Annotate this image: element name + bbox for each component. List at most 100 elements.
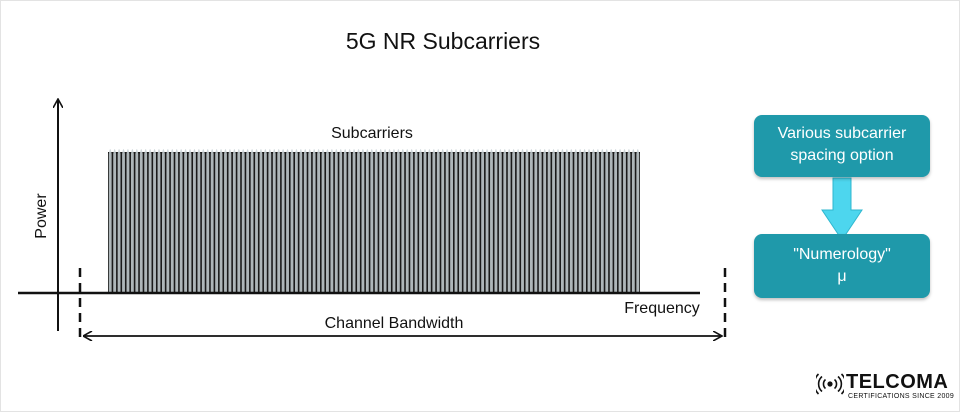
- subcarrier: [193, 149, 196, 293]
- subcarrier: [529, 149, 533, 293]
- subcarrier: [108, 149, 112, 293]
- subcarrier: [122, 149, 125, 293]
- subcarrier: [401, 149, 405, 293]
- subcarrier: [498, 149, 502, 293]
- subcarrier: [556, 149, 560, 293]
- logo-tagline: CERTIFICATIONS SINCE 2009: [848, 393, 955, 400]
- subcarrier: [534, 149, 538, 293]
- subcarrier: [441, 149, 445, 293]
- subcarrier: [547, 149, 551, 293]
- subcarrier: [623, 149, 626, 293]
- subcarrier: [334, 149, 338, 293]
- subcarrier: [388, 149, 391, 293]
- subcarrier: [578, 149, 582, 293]
- subcarrier: [299, 149, 303, 293]
- subcarrier: [308, 149, 312, 293]
- subcarrier: [157, 149, 161, 293]
- subcarrier: [179, 149, 183, 293]
- subcarrier: [609, 149, 613, 293]
- subcarrier: [396, 149, 400, 293]
- subcarrier: [259, 149, 263, 293]
- subcarrier: [326, 149, 329, 293]
- numerology-line-1: "Numerology": [793, 246, 891, 263]
- subcarrier: [206, 149, 210, 293]
- subcarrier: [219, 149, 223, 293]
- subcarrier: [290, 149, 294, 293]
- subcarrier: [494, 149, 498, 293]
- subcarrier: [592, 149, 595, 293]
- subcarrier: [144, 149, 148, 293]
- logo-name: TELCOMA: [846, 371, 949, 393]
- subcarrier: [379, 149, 383, 293]
- subcarrier: [281, 149, 285, 293]
- subcarrier: [560, 149, 564, 293]
- subcarrier: [392, 149, 396, 293]
- subcarrier: [330, 149, 334, 293]
- broadcast-icon: [816, 373, 844, 395]
- subcarrier: [485, 149, 489, 293]
- subcarrier: [414, 149, 418, 293]
- subcarrier: [605, 149, 609, 293]
- subcarrier: [348, 149, 352, 293]
- band-label: Subcarriers: [331, 125, 413, 142]
- subcarrier: [148, 149, 152, 293]
- subcarrier: [117, 149, 121, 293]
- subcarrier: [153, 149, 156, 293]
- subcarrier: [184, 149, 188, 293]
- subcarrier: [583, 149, 587, 293]
- subcarrier: [232, 149, 236, 293]
- subcarrier: [303, 149, 307, 293]
- subcarrier: [512, 149, 516, 293]
- subcarrier: [321, 149, 325, 293]
- subcarrier: [268, 149, 272, 293]
- subcarrier: [410, 149, 414, 293]
- subcarrier: [197, 149, 201, 293]
- subcarrier: [450, 149, 454, 293]
- subcarrier: [614, 149, 618, 293]
- subcarrier: [503, 149, 507, 293]
- subcarrier: [361, 149, 365, 293]
- x-axis-label: Frequency: [624, 300, 700, 317]
- subcarrier: [374, 149, 378, 293]
- subcarrier: [618, 149, 622, 293]
- subcarrier: [405, 149, 409, 293]
- subcarrier: [423, 149, 427, 293]
- subcarrier: [237, 149, 241, 293]
- numerology-callout: "Numerology" μ: [754, 234, 930, 298]
- subcarrier: [525, 149, 529, 293]
- subcarrier: [352, 149, 356, 293]
- subcarrier: [467, 149, 471, 293]
- y-axis-label: Power: [33, 193, 50, 239]
- subcarrier: [419, 149, 422, 293]
- subcarrier: [357, 149, 360, 293]
- subcarrier: [170, 149, 174, 293]
- subcarrier: [228, 149, 232, 293]
- mapping-arrow: [821, 177, 863, 241]
- subcarrier: [472, 149, 476, 293]
- subcarrier: [587, 149, 591, 293]
- subcarrier: [574, 149, 578, 293]
- subcarrier: [436, 149, 440, 293]
- subcarrier: [521, 149, 524, 293]
- subcarrier: [317, 149, 321, 293]
- subcarrier: [543, 149, 547, 293]
- subcarrier: [459, 149, 462, 293]
- subcarrier: [490, 149, 493, 293]
- subcarrier: [166, 149, 170, 293]
- subcarrier: [600, 149, 604, 293]
- subcarrier: [113, 149, 117, 293]
- subcarrier: [343, 149, 347, 293]
- subcarrier: [565, 149, 569, 293]
- spacing-line-2: spacing option: [790, 147, 894, 164]
- subcarrier: [552, 149, 555, 293]
- subcarrier-band: [108, 149, 640, 293]
- subcarrier: [312, 149, 316, 293]
- subcarrier: [427, 149, 431, 293]
- subcarrier: [445, 149, 449, 293]
- subcarrier: [631, 149, 635, 293]
- subcarrier: [370, 149, 374, 293]
- subcarrier: [627, 149, 631, 293]
- bandwidth-label: Channel Bandwidth: [325, 315, 464, 332]
- subcarrier: [215, 149, 219, 293]
